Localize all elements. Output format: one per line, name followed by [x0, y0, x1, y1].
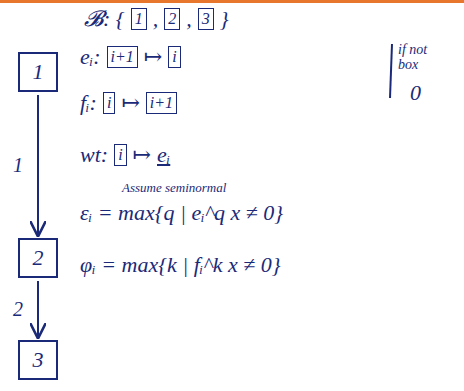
- boxed-symbol: 3: [198, 8, 214, 30]
- formula-text: if not box: [398, 42, 448, 72]
- arrow-connector: [37, 95, 39, 235]
- bracket-line: [390, 44, 392, 98]
- formula-line: Assume seminormal: [122, 180, 226, 196]
- boxed-symbol: i+1: [107, 46, 138, 68]
- formula-text: εᵢ = max{q | eᵢ^q x ≠ 0}: [80, 200, 283, 226]
- formula-text: 0: [410, 80, 421, 106]
- formula-text: fᵢ:: [80, 90, 97, 116]
- edge-label: 2: [12, 298, 24, 321]
- formula-text: }: [220, 6, 229, 32]
- box-number: 1: [33, 59, 44, 85]
- formula-line: wt: i ↦eᵢ: [80, 142, 170, 168]
- formula-line: φᵢ = max{k | fᵢ^k x ≠ 0}: [80, 252, 281, 278]
- formula-line: eᵢ: i+1 ↦ i: [80, 44, 181, 70]
- formula-line: εᵢ = max{q | eᵢ^q x ≠ 0}: [80, 200, 283, 226]
- formula-text: ↦: [133, 142, 151, 168]
- formula-text: ,: [153, 6, 159, 32]
- number-box: 1: [18, 52, 58, 92]
- boxed-symbol: i: [168, 46, 180, 68]
- number-box: 2: [18, 238, 58, 278]
- formula-text: ↦: [144, 44, 162, 70]
- formula-line: if not box: [398, 42, 448, 72]
- boxed-symbol: i+1: [146, 92, 177, 114]
- boxed-symbol: 2: [164, 8, 180, 30]
- formula-text: ,: [186, 6, 192, 32]
- box-number: 3: [33, 347, 44, 373]
- number-box: 3: [18, 340, 58, 380]
- boxed-symbol: i: [103, 92, 115, 114]
- formula-text: eᵢ: [157, 142, 170, 168]
- edge-label: 1: [12, 154, 24, 177]
- arrow-connector: [37, 281, 39, 337]
- formula-line: 𝓑: {1,2,3}: [84, 6, 228, 32]
- formula-line: 0: [410, 80, 421, 106]
- formula-text: wt:: [80, 142, 108, 168]
- boxed-symbol: i: [114, 144, 126, 166]
- box-number: 2: [33, 245, 44, 271]
- formula-line: fᵢ: i ↦ i+1: [80, 90, 177, 116]
- formula-text: 𝓑: {: [84, 6, 125, 32]
- top-bar: [0, 0, 464, 3]
- formula-text: eᵢ:: [80, 44, 101, 70]
- boxed-symbol: 1: [131, 8, 147, 30]
- formula-text: Assume seminormal: [122, 180, 226, 196]
- formula-text: φᵢ = max{k | fᵢ^k x ≠ 0}: [80, 252, 281, 278]
- formula-text: ↦: [121, 90, 139, 116]
